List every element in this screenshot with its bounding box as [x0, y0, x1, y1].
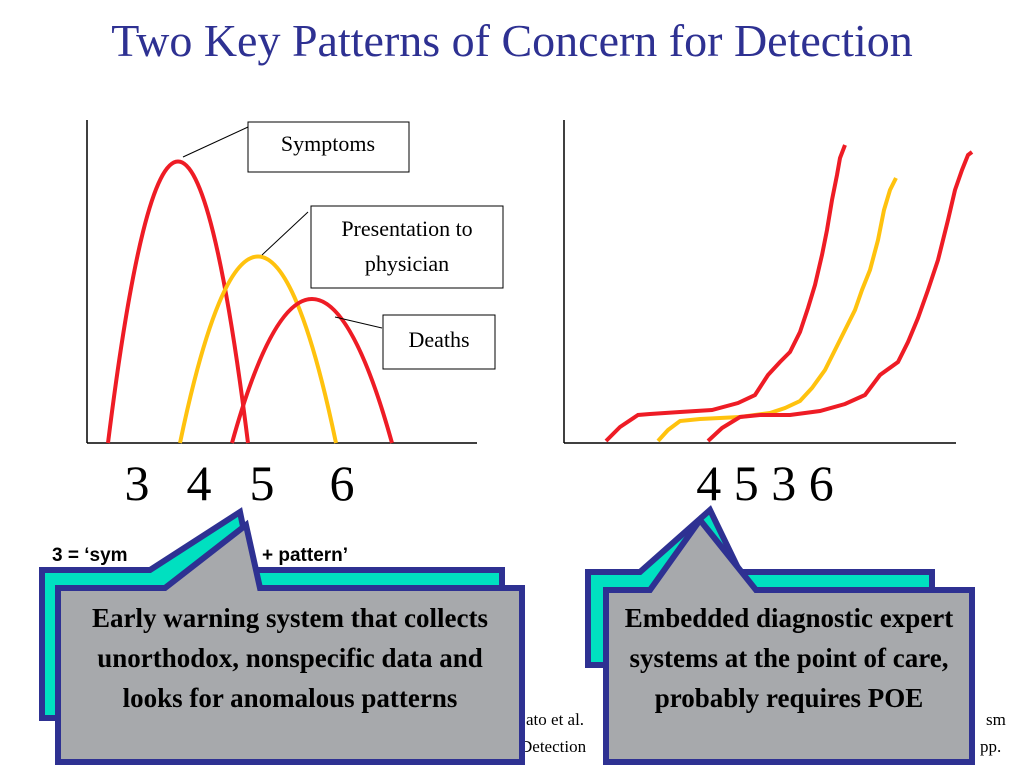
deaths-curve — [230, 297, 394, 444]
symptoms-label: Symptoms — [247, 121, 410, 173]
citation-fragment: sm — [986, 710, 1006, 729]
citation-fragment: pp. — [980, 737, 1001, 756]
left-callout — [39, 507, 525, 765]
deaths-label: Deaths — [382, 314, 496, 370]
left-axes — [86, 120, 477, 444]
citation-fragment: Detection — [520, 737, 587, 756]
svg-text:Deaths: Deaths — [408, 327, 469, 352]
right-callout — [585, 505, 975, 765]
right-axes — [563, 120, 956, 444]
left-callout-text: Early warning system that collects unort… — [92, 603, 488, 713]
right-red-curve-1 — [604, 144, 847, 443]
svg-text:Symptoms: Symptoms — [281, 131, 375, 156]
right-yellow-curve — [656, 177, 898, 443]
left-sequence-item: 6 — [330, 455, 355, 511]
page-title: Two Key Patterns of Concern for Detectio… — [111, 15, 913, 66]
right-callout-text: Embedded diagnostic expert systems at th… — [624, 603, 954, 713]
svg-text:Presentation to: Presentation to — [341, 216, 472, 241]
left-sequence-item: 4 — [187, 455, 212, 511]
note-text-end: + pattern’ — [262, 545, 348, 566]
presentation-label: Presentation to physician — [310, 205, 504, 289]
note-text-start: 3 = ‘sym — [52, 545, 128, 566]
right-red-curve-2 — [706, 150, 974, 443]
citation-fragment: ato et al. — [526, 710, 584, 729]
presentation-curve — [178, 254, 338, 444]
svg-text:physician: physician — [365, 251, 449, 276]
left-sequence-item: 3 — [125, 455, 150, 511]
left-sequence-item: 5 — [250, 455, 275, 511]
symptoms-curve — [106, 159, 250, 444]
right-sequence: 4 5 3 6 — [696, 455, 834, 511]
